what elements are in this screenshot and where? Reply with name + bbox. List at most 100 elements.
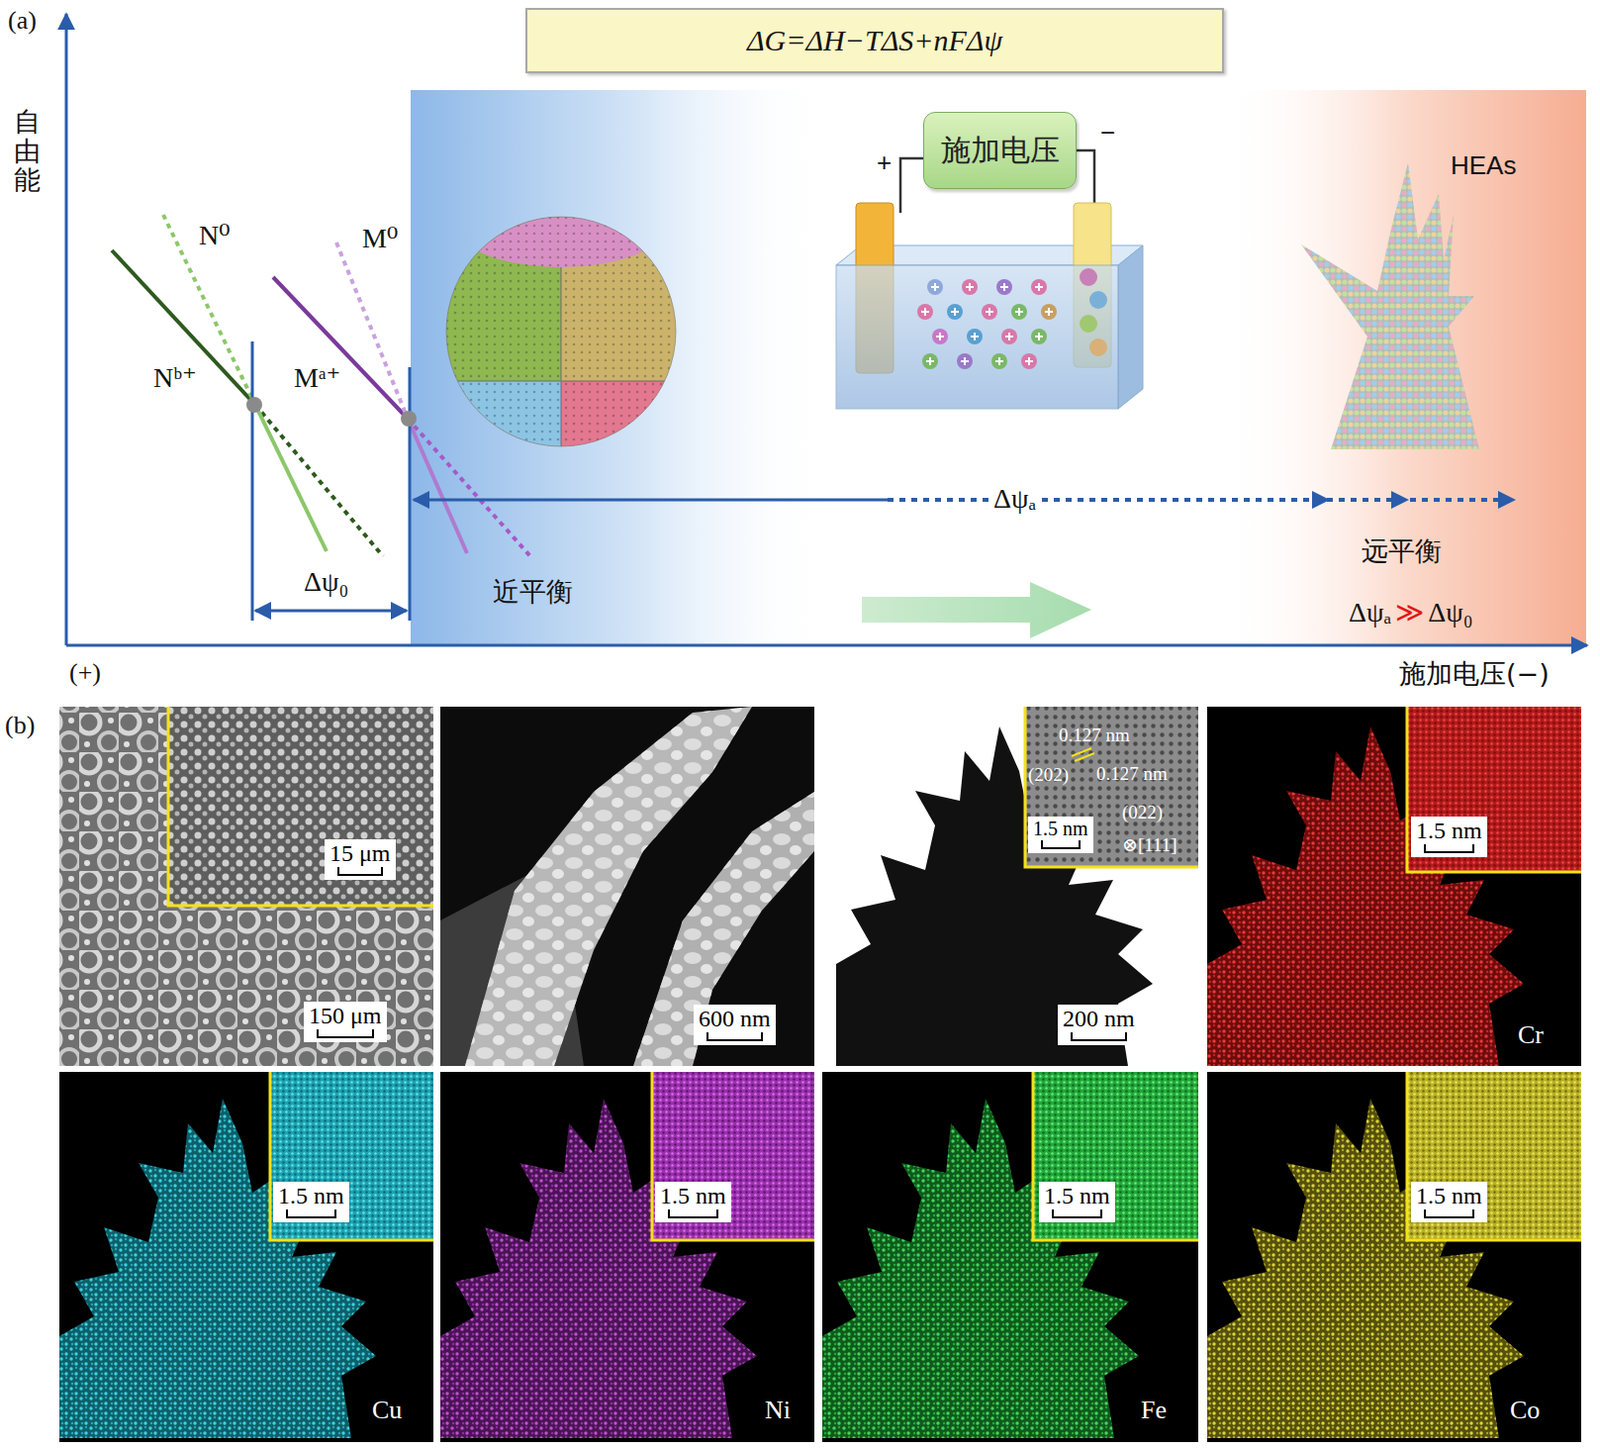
axis-title: 施加电压(−) (1399, 658, 1550, 689)
axes-part (66, 644, 1588, 648)
electrolytic-cell-part (1089, 338, 1108, 357)
tem-image-part (1025, 706, 1199, 867)
scale-bar (1423, 1209, 1475, 1219)
phase-separated-particle-part (446, 216, 676, 447)
electrolytic-cell-part (900, 158, 924, 213)
scale-bar-box: 1.5 nm (1028, 816, 1094, 853)
eds-maps-part (1207, 1071, 1582, 1442)
electrolytic-cell-part (991, 353, 1008, 370)
electrolytic-cell (836, 150, 1143, 409)
scale-bar (1070, 1032, 1128, 1041)
scale-bar-box: 15 μm (324, 839, 396, 880)
sem-image-part (59, 706, 434, 1066)
scale-bar-box: 1.5 nm (1411, 816, 1488, 857)
electrolytic-cell-part (1076, 150, 1095, 208)
axes-part (65, 13, 69, 646)
particle-outline (446, 216, 676, 447)
regime-label: 远平衡 (1361, 535, 1442, 566)
phase-separated-particle-part (446, 216, 676, 447)
scale-bar-label: 1.5 nm (1415, 817, 1483, 844)
curve-label: N⁰ (198, 219, 230, 252)
electrolytic-cell-part (922, 353, 939, 370)
electrolytic-cell-part (966, 328, 983, 345)
regime-background-part (410, 90, 827, 646)
free-energy-lines-part (408, 367, 412, 621)
much-greater-sign: ≫ (1395, 596, 1424, 629)
element-label: Ni (764, 1395, 791, 1425)
electrolytic-cell-part (836, 265, 1119, 409)
scale-bar-label: 600 nm (698, 1005, 771, 1032)
eds-maps-part (1407, 706, 1582, 872)
scale-bar-label: 1.5 nm (1043, 1182, 1111, 1209)
potential-arrows (255, 490, 1516, 611)
lattice-spacing: 0.127 nm (1096, 762, 1168, 785)
eds-maps-part (59, 1071, 434, 1442)
lattice-spacing: 0.127 nm (1058, 724, 1130, 747)
scale-bar-label: 1.5 nm (278, 1182, 345, 1209)
free-energy-lines-part (400, 410, 417, 427)
scale-bar (316, 1029, 375, 1038)
scale-bar-box: 1.5 nm (655, 1181, 732, 1223)
tem-image (822, 706, 1199, 1066)
haadf-image-part (633, 791, 815, 1066)
electrolytic-cell-part (927, 279, 943, 295)
electrolytic-cell-part (1021, 353, 1037, 370)
free-energy-lines-part (407, 418, 468, 554)
scale-bar-label: 15 μm (329, 840, 391, 866)
electrolytic-cell-part (917, 303, 934, 320)
electrolytic-cell-part (1079, 268, 1098, 286)
eds-maps-part (1033, 1071, 1199, 1240)
electrolytic-cell-part (1031, 328, 1047, 345)
curve-label: Mᵃ⁺ (293, 362, 341, 394)
zone-axis: ⊗[111] (1122, 834, 1178, 856)
scale-bar-box: 600 nm (693, 1004, 776, 1045)
free-energy-lines-part (251, 341, 255, 621)
electrolytic-cell-part (1011, 303, 1028, 320)
scale-bar (667, 1209, 719, 1219)
free-energy-lines-part (255, 404, 327, 552)
electrolytic-cell-part (1031, 279, 1047, 295)
free-energy-lines-part (273, 277, 408, 419)
scale-bar (285, 1209, 337, 1219)
node-text: 施加电压 (941, 130, 1060, 172)
eds-maps-part (652, 1071, 815, 1240)
axis-title: 自由能 (13, 106, 41, 195)
polarity-sign: + (876, 148, 892, 179)
voltage-box: 施加电压 (923, 111, 1077, 189)
electrolytic-cell-part (1001, 328, 1018, 345)
potential-gap-label: Δψ₀ (303, 565, 349, 598)
regime-background (410, 90, 1587, 646)
regime-background-part (1223, 90, 1587, 646)
scale-bar-label: 1.5 nm (1033, 817, 1089, 840)
scale-bar (1040, 840, 1081, 849)
sem-image-part (168, 706, 434, 906)
scale-bar (1051, 1209, 1103, 1219)
potential-arrows-part (255, 609, 407, 613)
electrolytic-cell-part (981, 303, 998, 320)
tem-image-part (822, 706, 1199, 1066)
electrolytic-cell-part (1079, 314, 1098, 333)
eds-maps-part (1407, 1071, 1582, 1240)
scale-bar (706, 1032, 763, 1041)
free-energy-lines-part (111, 250, 256, 405)
electrolytic-cell-part (1089, 290, 1108, 309)
scale-bar-box: 1.5 nm (1411, 1181, 1488, 1223)
electrolytic-cell-part (996, 279, 1013, 295)
element-label: Co (1509, 1395, 1540, 1425)
eds-maps-part (1033, 1071, 1199, 1240)
potential-label: Δψₐ (1348, 596, 1392, 629)
plane-index: (202) (1028, 763, 1069, 786)
formula-box: ΔG=ΔH−TΔS+nFΔψ (525, 7, 1224, 74)
eds-maps-part (270, 1071, 434, 1240)
free-energy-lines-part (255, 404, 383, 557)
scale-bar-box: 200 nm (1057, 1004, 1140, 1045)
plane-index: (022) (1122, 801, 1163, 824)
electrolytic-cell-part (1118, 245, 1143, 409)
panel-label: (b) (4, 710, 35, 741)
haadf-image (440, 706, 815, 1066)
regime-label: 近平衡 (492, 575, 573, 607)
phase-separated-particle-part (446, 267, 676, 447)
scale-bar-label: 1.5 nm (1415, 1182, 1483, 1209)
